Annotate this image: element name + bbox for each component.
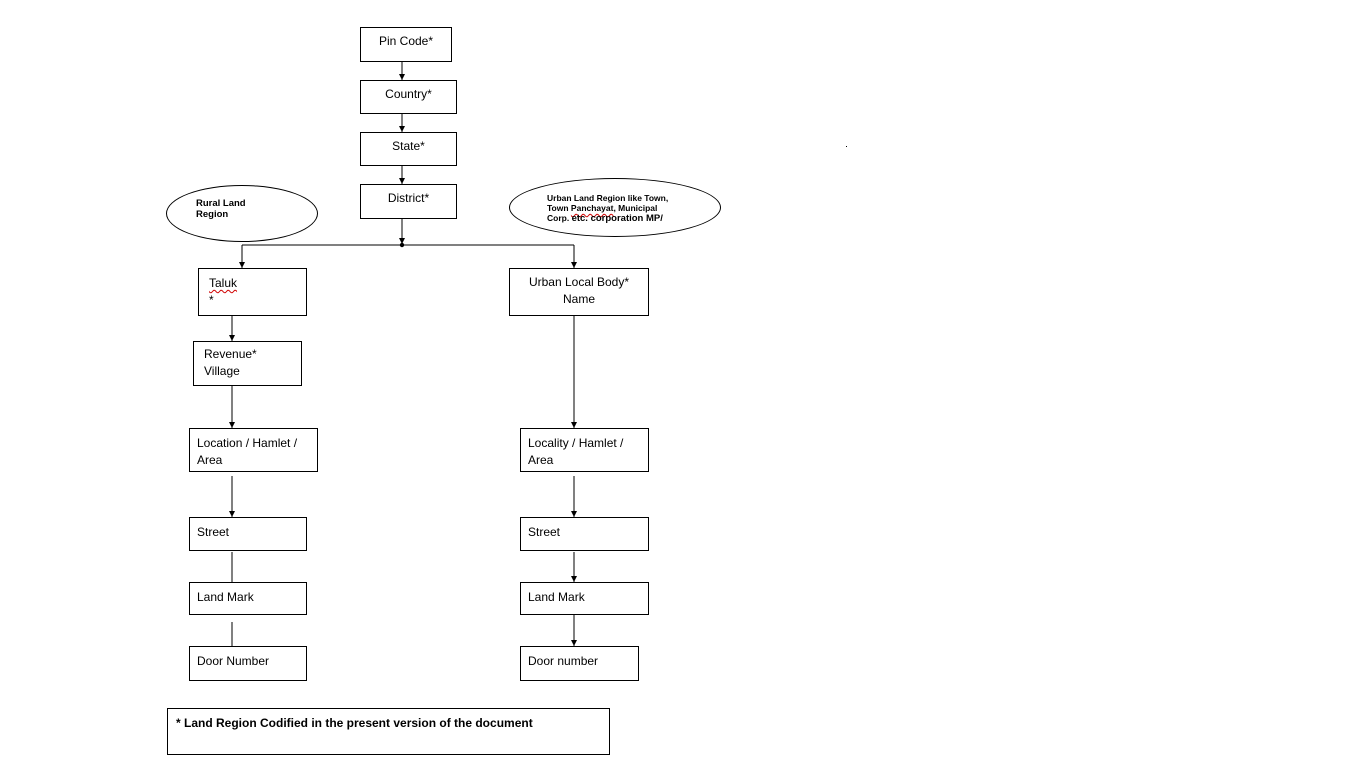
revenue-village-box: Revenue* Village xyxy=(193,341,302,386)
urban-street-label: Street xyxy=(528,525,561,539)
urban-region-line-3a: Corp. xyxy=(547,213,572,223)
location-hamlet-area-box: Location / Hamlet / Area xyxy=(189,428,318,472)
stray-dot xyxy=(846,146,847,147)
location-line-1: Location / Hamlet / xyxy=(197,436,298,450)
rural-land-mark-label: Land Mark xyxy=(197,590,254,604)
urban-land-mark-label: Land Mark xyxy=(528,590,585,604)
taluk-label-line: Taluk * xyxy=(209,275,306,309)
location-line-2: Area xyxy=(197,453,223,467)
state-label: State* xyxy=(392,139,425,153)
country-label: Country* xyxy=(385,87,432,101)
rural-street-box: Street xyxy=(189,517,307,551)
urban-region-line-2b: Panchayat xyxy=(570,203,614,213)
urban-local-body-box: Urban Local Body* Name xyxy=(509,268,649,316)
urban-region-line-3b: etc. corporation MP/ xyxy=(571,213,663,224)
rural-door-number-label: Door Number xyxy=(197,654,270,668)
rural-street-label: Street xyxy=(197,525,230,539)
urban-region-line-3: Corp. etc. corporation MP/ xyxy=(547,213,668,224)
urban-region-line-2: Town Panchayat, Municipal xyxy=(547,203,668,213)
country-box: Country* xyxy=(360,80,457,114)
rural-door-number-box: Door Number xyxy=(189,646,307,681)
taluk-asterisk: * xyxy=(209,293,214,307)
urban-region-line-2c: , Municipal xyxy=(613,203,658,213)
state-box: State* xyxy=(360,132,457,166)
pin-code-box: Pin Code* xyxy=(360,27,452,62)
footnote-text: * Land Region Codified in the present ve… xyxy=(176,716,533,730)
split-junction xyxy=(399,242,405,248)
urban-street-box: Street xyxy=(520,517,649,551)
rural-land-mark-box: Land Mark xyxy=(189,582,307,615)
taluk-label: Taluk xyxy=(209,276,238,290)
locality-line-1: Locality / Hamlet / xyxy=(528,436,624,450)
rural-region-line-2: Region xyxy=(196,209,229,220)
urban-land-region-label: Urban Land Region like Town, Town Pancha… xyxy=(547,193,668,224)
revenue-village-line-1: Revenue* xyxy=(204,347,257,361)
footnote-box: * Land Region Codified in the present ve… xyxy=(167,708,610,755)
urban-region-line-2a: Town xyxy=(547,203,571,213)
locality-hamlet-area-box: Locality / Hamlet / Area xyxy=(520,428,649,472)
urban-land-region-ellipse xyxy=(509,178,721,237)
urban-region-line-1: Urban Land Region like Town, xyxy=(547,193,669,203)
pin-code-label: Pin Code* xyxy=(378,34,434,48)
urban-local-body-line-2: Name xyxy=(562,292,595,306)
district-box: District* xyxy=(360,184,457,219)
district-label: District* xyxy=(387,191,430,205)
urban-local-body-line-1: Urban Local Body* xyxy=(528,275,630,289)
urban-land-mark-box: Land Mark xyxy=(520,582,649,615)
rural-region-line-1: Rural Land xyxy=(196,198,246,209)
rural-land-region-label: Rural Land Region xyxy=(196,198,246,220)
taluk-box: Taluk * xyxy=(198,268,307,316)
revenue-village-line-2: Village xyxy=(204,364,240,378)
urban-door-number-box: Door number xyxy=(520,646,639,681)
rural-land-region-ellipse xyxy=(166,185,318,242)
locality-line-2: Area xyxy=(528,453,554,467)
urban-door-number-label: Door number xyxy=(528,654,599,668)
